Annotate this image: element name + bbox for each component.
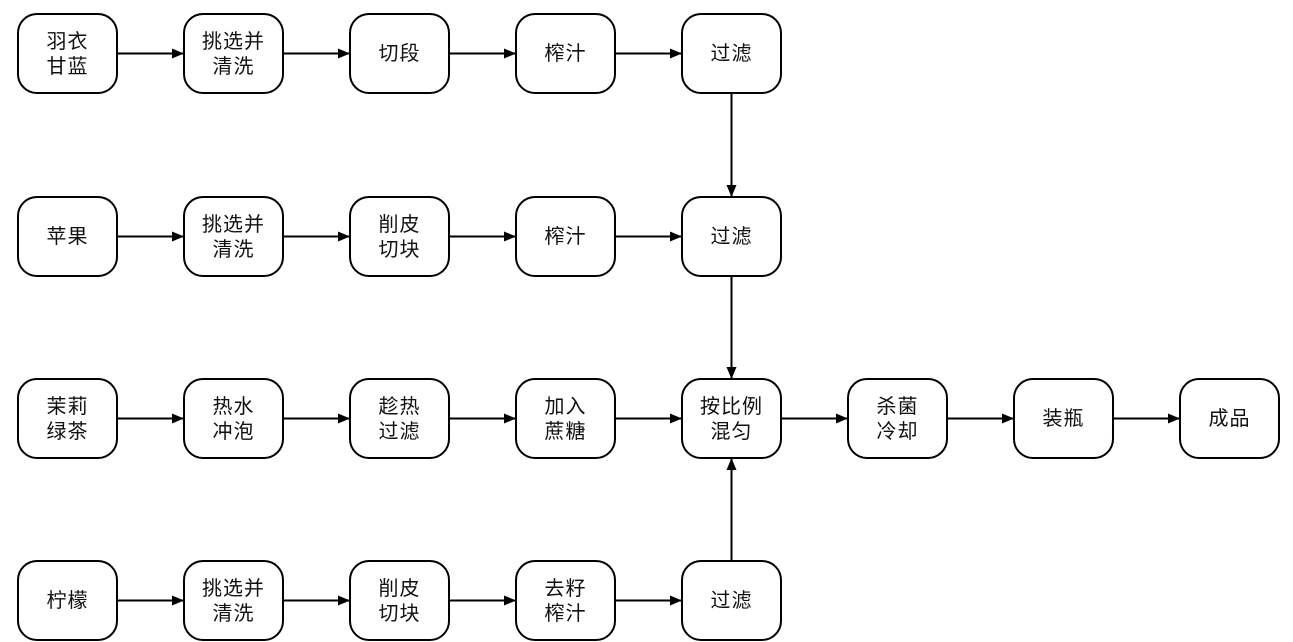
node-label: 榨汁: [544, 224, 587, 248]
node-tea-brew: 热水 冲泡: [183, 378, 284, 459]
node-sterilize: 杀菌 冷却: [847, 378, 948, 459]
node-label: 削皮 切块: [378, 211, 421, 261]
node-label: 挑选并 清洗: [202, 211, 265, 261]
node-label: 趁热 过滤: [378, 393, 421, 443]
node-kale-cut: 切段: [349, 13, 450, 94]
node-label: 榨汁: [544, 41, 587, 65]
node-apple-wash: 挑选并 清洗: [183, 196, 284, 277]
node-lemon-seed: 去籽 榨汁: [515, 560, 616, 641]
node-apple-peel: 削皮 切块: [349, 196, 450, 277]
node-mix: 按比例 混匀: [681, 378, 782, 459]
node-label: 柠檬: [46, 588, 89, 612]
node-label: 过滤: [710, 224, 753, 248]
node-lemon: 柠檬: [17, 560, 118, 641]
node-tea-sugar: 加入 蔗糖: [515, 378, 616, 459]
node-label: 成品: [1208, 406, 1251, 430]
node-label: 切段: [378, 41, 421, 65]
node-bottle: 装瓶: [1013, 378, 1114, 459]
node-label: 去籽 榨汁: [544, 575, 587, 625]
node-label: 挑选并 清洗: [202, 28, 265, 78]
node-apple-juice: 榨汁: [515, 196, 616, 277]
node-label: 按比例 混匀: [700, 393, 763, 443]
node-label: 过滤: [710, 588, 753, 612]
node-kale: 羽衣 甘蓝: [17, 13, 118, 94]
node-label: 削皮 切块: [378, 575, 421, 625]
node-label: 杀菌 冷却: [876, 393, 919, 443]
node-apple: 苹果: [17, 196, 118, 277]
node-lemon-wash: 挑选并 清洗: [183, 560, 284, 641]
node-kale-wash: 挑选并 清洗: [183, 13, 284, 94]
node-label: 茉莉 绿茶: [46, 393, 89, 443]
node-label: 羽衣 甘蓝: [46, 28, 89, 78]
node-tea: 茉莉 绿茶: [17, 378, 118, 459]
node-lemon-peel: 削皮 切块: [349, 560, 450, 641]
node-label: 过滤: [710, 41, 753, 65]
node-lemon-filter: 过滤: [681, 560, 782, 641]
node-product: 成品: [1179, 378, 1280, 459]
node-label: 热水 冲泡: [212, 393, 255, 443]
node-kale-filter: 过滤: [681, 13, 782, 94]
node-label: 苹果: [46, 224, 89, 248]
node-apple-filter: 过滤: [681, 196, 782, 277]
node-label: 加入 蔗糖: [544, 393, 587, 443]
node-tea-filter: 趁热 过滤: [349, 378, 450, 459]
node-label: 装瓶: [1042, 406, 1085, 430]
node-kale-juice: 榨汁: [515, 13, 616, 94]
node-label: 挑选并 清洗: [202, 575, 265, 625]
